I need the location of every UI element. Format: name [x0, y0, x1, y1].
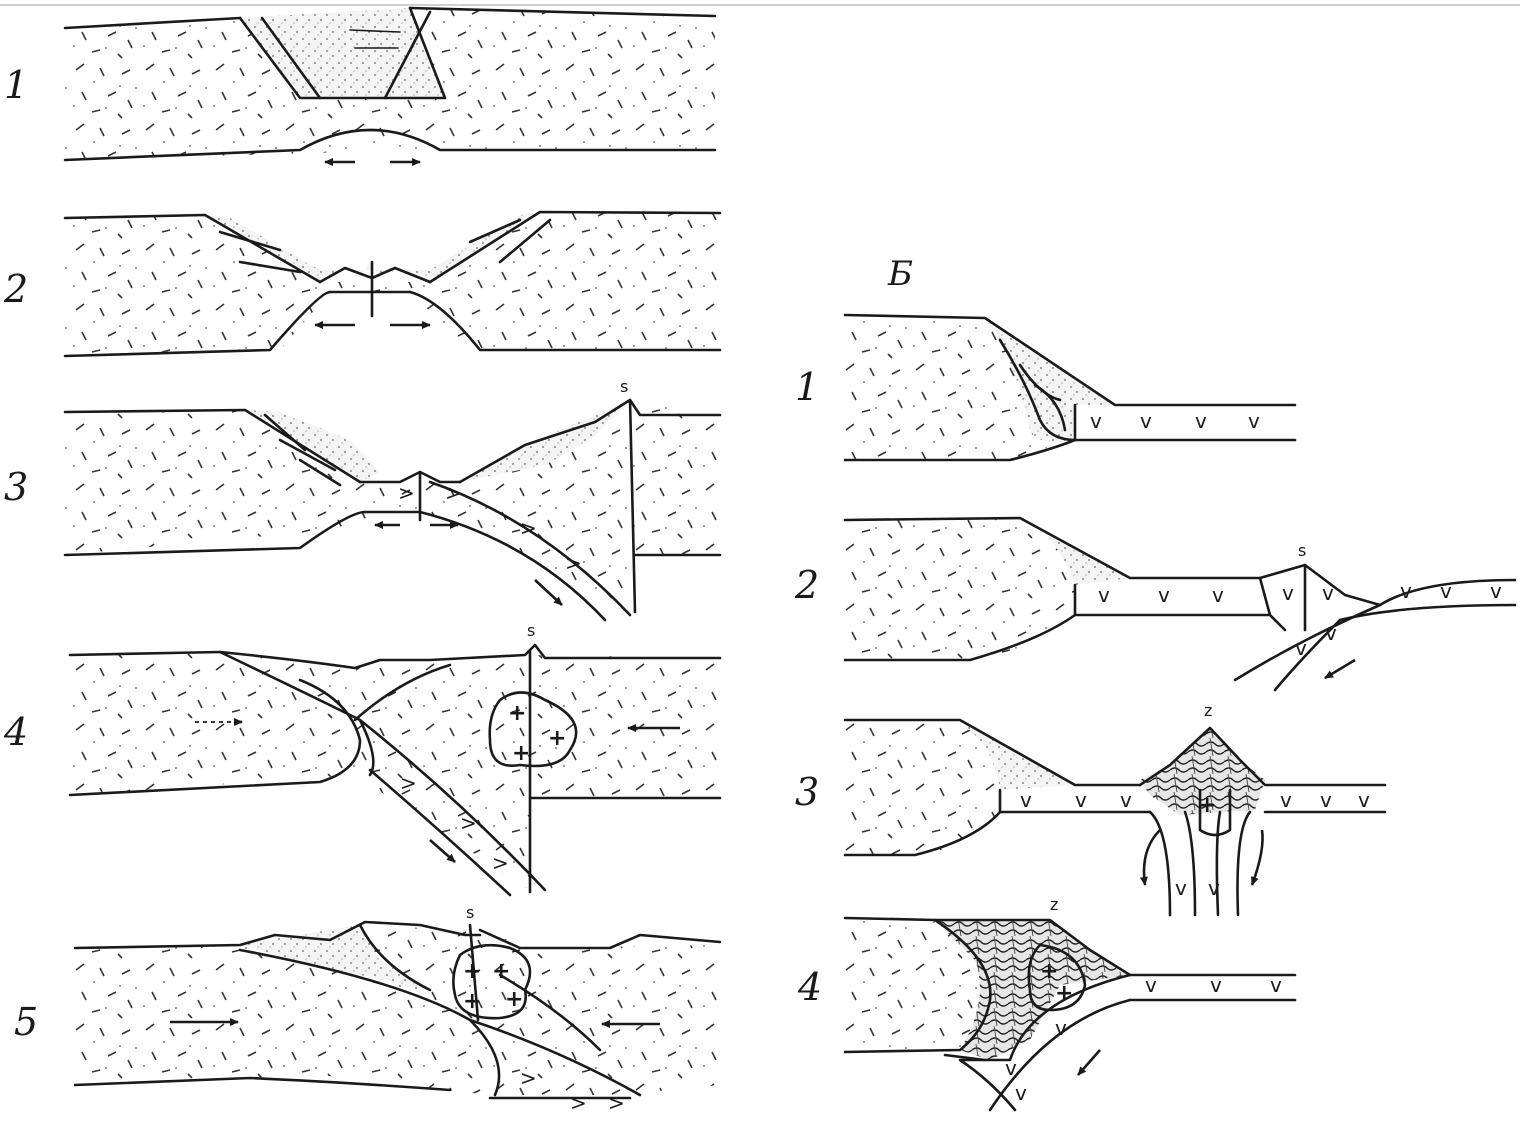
- oceanic-mark: v: [1005, 1056, 1017, 1080]
- continental-crust: [75, 925, 720, 1095]
- left-stage-3-label: 3: [4, 465, 28, 509]
- oceanic-mark: v: [1015, 1081, 1027, 1105]
- oceanic-mark: v: [1120, 788, 1132, 812]
- continental-crust: [845, 518, 1075, 660]
- continental-crust: [70, 652, 720, 890]
- left-stage-2-label: 2: [3, 267, 28, 311]
- granite-mark: +: [463, 959, 481, 984]
- oceanic-mark: v: [1098, 583, 1110, 607]
- oceanic-mark: v: [1212, 583, 1224, 607]
- svg-text:>: >: [570, 1091, 587, 1115]
- left-stage-5: 5 + + + + > > > s: [14, 903, 720, 1115]
- oceanic-mark: v: [1490, 579, 1502, 603]
- oceanic-mark: v: [1075, 788, 1087, 812]
- oceanic-mark: v: [1055, 1016, 1067, 1040]
- oceanic-mark: v: [1400, 579, 1412, 603]
- oceanic-mark: v: [1158, 583, 1170, 607]
- oceanic-mark: v: [1270, 973, 1282, 997]
- oceanic-mark: v: [1090, 409, 1102, 433]
- oceanic-mark: v: [1145, 973, 1157, 997]
- continental-crust: [65, 212, 720, 356]
- granite-mark: +: [492, 959, 510, 984]
- oceanic-mark: v: [1282, 581, 1294, 605]
- oceanic-mark: v: [1295, 636, 1307, 660]
- svg-text:>: >: [400, 771, 417, 795]
- left-stage-5-label: 5: [14, 1000, 38, 1044]
- left-stage-1-label: 1: [4, 63, 28, 107]
- granite-mark: +: [463, 989, 481, 1014]
- oceanic-mark: v: [1175, 876, 1187, 900]
- volcano-mark: s: [1298, 541, 1306, 560]
- right-stage-3: 3 + v v v v v v v v z: [795, 701, 1385, 915]
- granite-mark: +: [505, 987, 523, 1012]
- granite-mark: +: [512, 741, 530, 766]
- oceanic-mark: v: [1280, 788, 1292, 812]
- oceanic-mark: v: [1358, 788, 1370, 812]
- svg-text:>: >: [520, 1066, 537, 1090]
- right-stage-2-label: 2: [794, 563, 819, 607]
- volcano-mark: z: [1050, 895, 1058, 914]
- oceanic-mark: v: [1440, 579, 1452, 603]
- oceanic-mark: v: [1210, 973, 1222, 997]
- svg-text:>: >: [460, 811, 477, 835]
- arrow-icon: [1078, 1050, 1100, 1075]
- right-stage-4: 4 + + v v v v v v z: [797, 895, 1295, 1110]
- arrow-icon: [1325, 660, 1355, 678]
- oceanic-mark: v: [1140, 409, 1152, 433]
- oceanic-mark: v: [1322, 581, 1334, 605]
- right-stage-1-label: 1: [795, 365, 819, 409]
- svg-text:>: >: [520, 516, 537, 540]
- oceanic-mark: v: [1195, 409, 1207, 433]
- continental-crust: [65, 400, 720, 612]
- granite-mark: +: [1198, 793, 1216, 818]
- volcano-mark: z: [1204, 701, 1212, 720]
- right-stage-2: 2 v v v v v v v v v v s: [794, 518, 1515, 690]
- left-stage-3: 3 > > > > s: [4, 377, 720, 620]
- granite-mark: +: [508, 701, 526, 726]
- svg-text:>: >: [565, 551, 582, 575]
- left-stage-4: 4 + + + > > > s: [3, 621, 720, 895]
- right-stage-4-label: 4: [797, 965, 822, 1009]
- granite-mark: +: [548, 726, 566, 751]
- volcano-mark: s: [527, 621, 535, 640]
- left-stage-1: 1: [4, 8, 715, 162]
- arrow-icon: [1144, 830, 1160, 885]
- oceanic-mark: v: [1208, 876, 1220, 900]
- oceanic-mark: v: [1325, 621, 1337, 645]
- svg-text:>: >: [492, 851, 509, 875]
- svg-text:>: >: [445, 481, 462, 505]
- arrow-icon: [1252, 830, 1263, 885]
- oceanic-mark: v: [1320, 788, 1332, 812]
- svg-text:>: >: [608, 1091, 625, 1115]
- volcano-mark: s: [466, 903, 474, 922]
- arrow-icon: [535, 580, 562, 605]
- right-stage-1: 1 v v v v: [795, 315, 1295, 460]
- oceanic-mark: v: [1020, 788, 1032, 812]
- right-panel-title: Б: [887, 254, 913, 294]
- continental-crust: [845, 720, 1000, 855]
- left-stage-2: 2: [3, 212, 720, 356]
- arrow-icon: [430, 840, 455, 862]
- volcano-mark: s: [620, 377, 628, 396]
- right-stage-3-label: 3: [795, 770, 819, 814]
- svg-text:>: >: [398, 481, 415, 505]
- oceanic-mark: v: [1248, 409, 1260, 433]
- left-stage-4-label: 4: [3, 710, 28, 754]
